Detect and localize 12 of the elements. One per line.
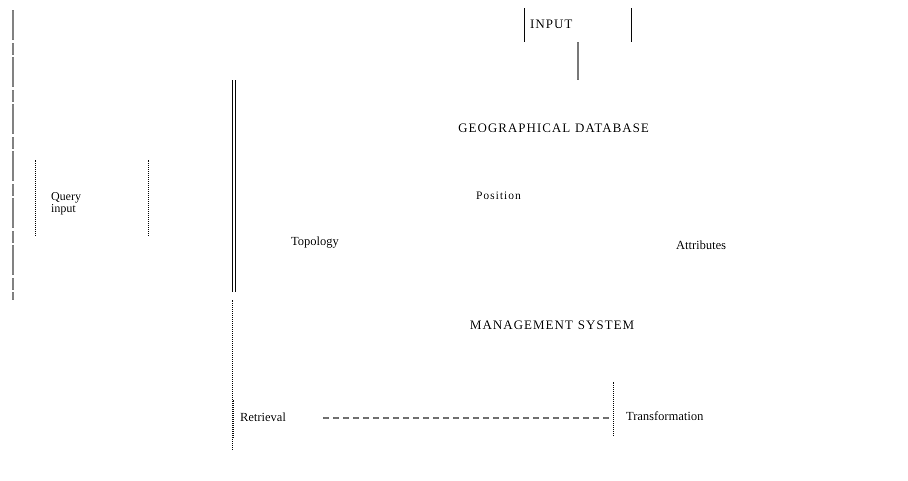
attributes-label: Attributes bbox=[676, 238, 726, 253]
topology-label: Topology bbox=[291, 234, 339, 249]
query-input-box bbox=[35, 160, 149, 236]
position-label: Position bbox=[476, 190, 522, 202]
node-label: MANAGEMENT SYSTEM bbox=[468, 317, 636, 333]
node-label: Transformation bbox=[626, 409, 704, 424]
input-box bbox=[524, 8, 632, 42]
node-label: Retrieval bbox=[240, 410, 286, 425]
node-label: GEOGRAPHICAL DATABASE bbox=[457, 120, 651, 136]
node-label: INPUT bbox=[530, 16, 574, 32]
node-label: Query input bbox=[51, 190, 82, 214]
connector-line bbox=[577, 42, 579, 80]
